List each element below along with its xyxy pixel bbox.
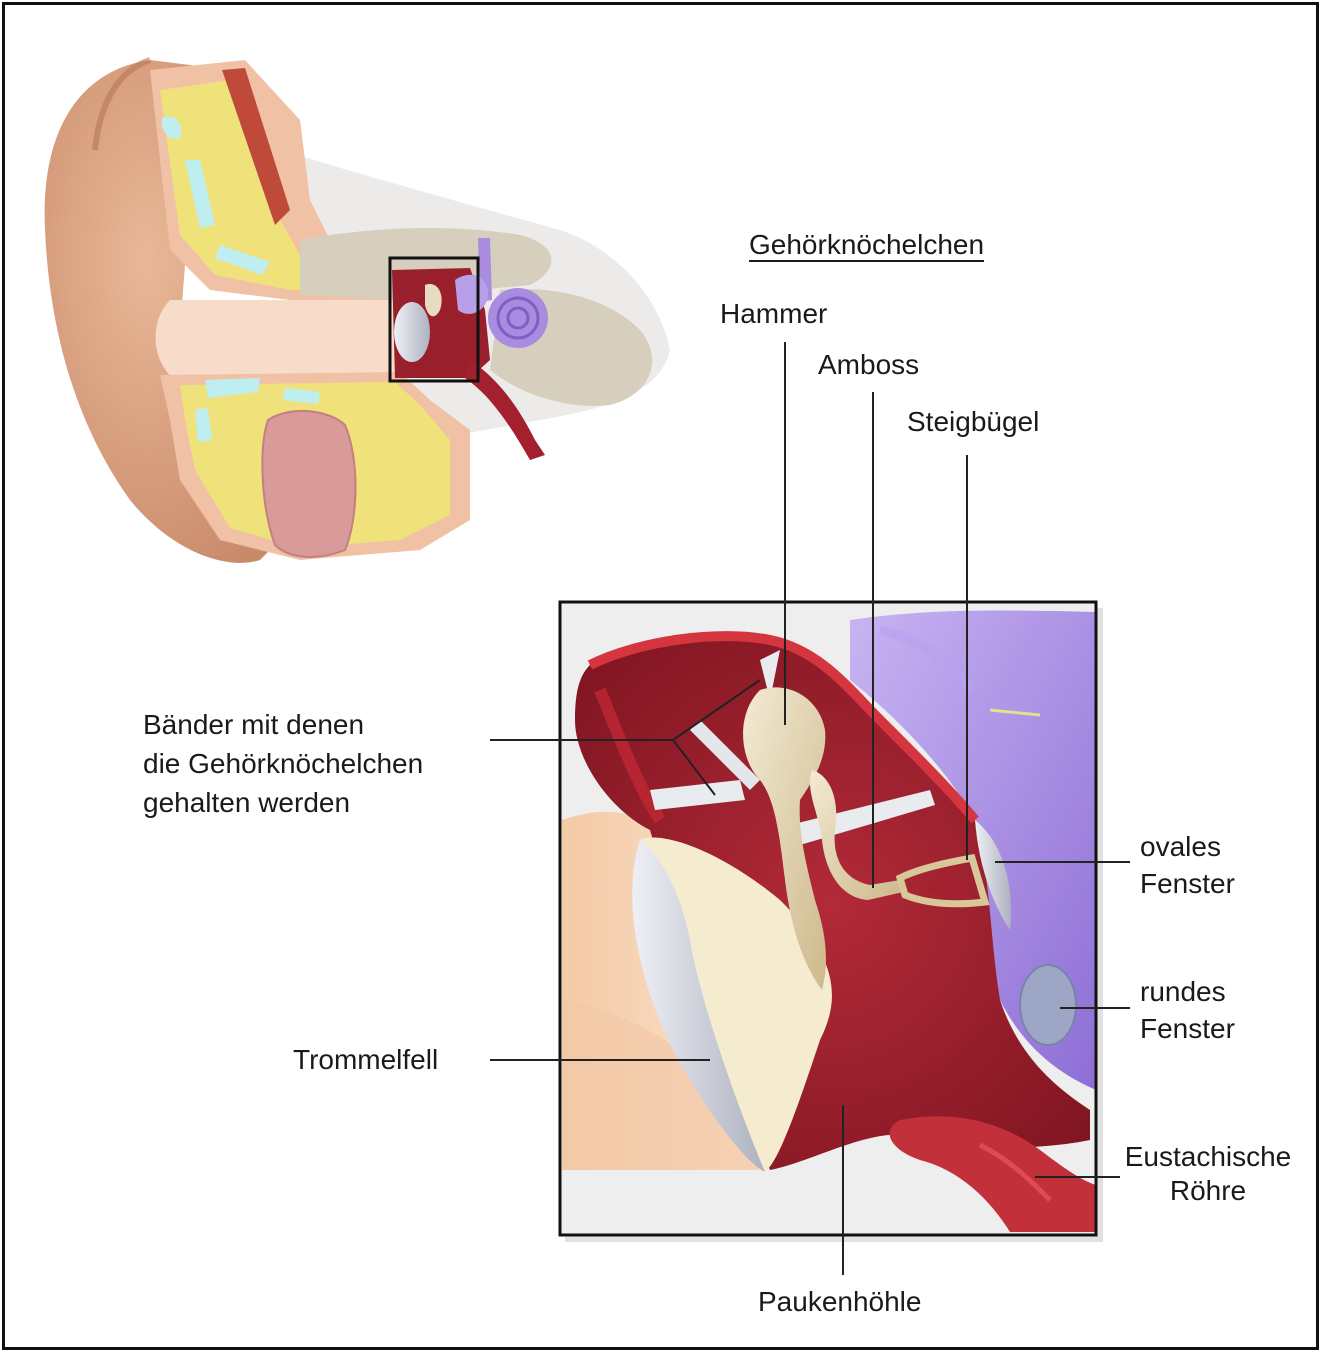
label-hammer: Hammer	[720, 298, 828, 329]
stirrup-ossicle	[895, 853, 990, 908]
eustachian-tube	[889, 1116, 1096, 1232]
label-trommelfell: Trommelfell	[293, 1044, 439, 1075]
detail-panel-border	[558, 600, 1098, 1237]
tympanic-cavity	[575, 636, 1090, 1170]
zoom-box	[388, 256, 480, 383]
eardrum-cone	[640, 837, 832, 1172]
label-rundes-fenster: rundes Fenster	[1140, 976, 1235, 1044]
label-baender: Bänder mit denen die Gehörknöchelchen ge…	[143, 709, 424, 818]
label-paukenhoehle: Paukenhöhle	[758, 1286, 922, 1317]
anvil-ossicle	[809, 770, 903, 900]
label-steigbuegel: Steigbügel	[907, 406, 1040, 437]
label-amboss: Amboss	[818, 349, 920, 380]
label-ovales-fenster: ovales Fenster	[1140, 831, 1235, 899]
diagram-title: Gehörknöchelchen	[749, 229, 985, 260]
label-eustachische-roehre: Eustachische Röhre	[1124, 1141, 1292, 1206]
round-window	[1019, 964, 1077, 1046]
hammer-ossicle	[743, 687, 826, 990]
oval-window	[975, 820, 1011, 930]
outer-ear-overview	[44, 57, 670, 563]
middle-ear-detail	[558, 600, 1103, 1242]
baender-leader-2	[672, 739, 716, 796]
eardrum	[632, 840, 765, 1172]
leader-lines	[490, 342, 1130, 1275]
